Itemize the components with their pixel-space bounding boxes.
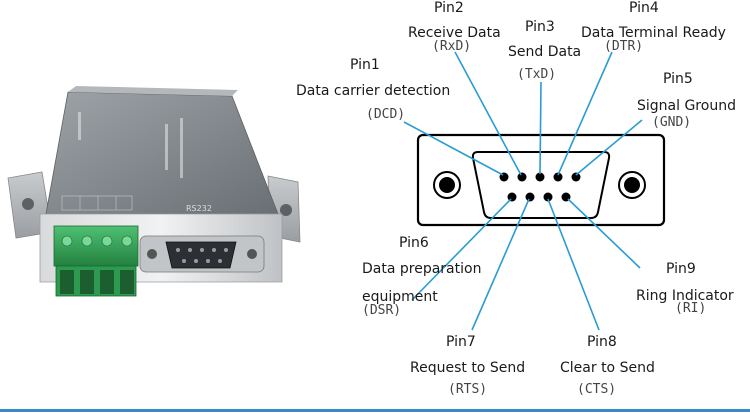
pin5-name: Signal Ground bbox=[637, 98, 736, 114]
converter-device: RS232 bbox=[7, 86, 301, 297]
device-db9-port bbox=[139, 235, 265, 273]
mounting-hole-right bbox=[618, 171, 646, 199]
pin1-number: Pin1 bbox=[350, 57, 380, 73]
pin7-name: Request to Send bbox=[410, 360, 525, 376]
lead-pin3 bbox=[539, 81, 542, 175]
pin-dot-2 bbox=[517, 172, 527, 182]
lead-pin5 bbox=[575, 119, 643, 176]
bottom-rule bbox=[0, 409, 750, 412]
lead-pin9 bbox=[567, 198, 641, 269]
pin8-number: Pin8 bbox=[587, 334, 617, 350]
lead-pin4 bbox=[557, 51, 613, 176]
pin-dot-4 bbox=[553, 172, 563, 182]
db9-connector bbox=[416, 133, 666, 227]
pin5-abbr: (GND) bbox=[652, 115, 691, 130]
lead-pin6 bbox=[411, 198, 512, 301]
rs232-port-label: RS232 bbox=[186, 204, 212, 213]
pin-dot-5 bbox=[571, 172, 581, 182]
pin9-name: Ring Indicator bbox=[636, 288, 734, 304]
pin3-number: Pin3 bbox=[525, 19, 555, 35]
pin8-abbr: (CTS) bbox=[577, 382, 616, 397]
lead-pin8 bbox=[547, 198, 600, 331]
pin1-name: Data carrier detection bbox=[296, 83, 450, 99]
lid-marking bbox=[61, 112, 183, 211]
pin7-abbr: (RTS) bbox=[448, 382, 487, 397]
pin2-name: Receive Data bbox=[408, 25, 501, 41]
pin-labels: Pin1 Data carrier detection (DCD) Pin2 R… bbox=[296, 0, 736, 397]
pin6-abbr: (DSR) bbox=[362, 303, 401, 318]
pin2-number: Pin2 bbox=[434, 0, 464, 16]
pin3-name: Send Data bbox=[508, 44, 581, 60]
lead-pin2 bbox=[454, 51, 522, 176]
lead-pin7 bbox=[471, 198, 530, 331]
pin3-abbr: (TxD) bbox=[517, 67, 556, 82]
lead-pin1 bbox=[403, 121, 504, 176]
db9-shell bbox=[471, 151, 611, 219]
pin-dot-7 bbox=[525, 192, 535, 202]
pin8-name: Clear to Send bbox=[560, 360, 655, 376]
pin2-abbr: (RxD) bbox=[432, 39, 471, 54]
pin7-number: Pin7 bbox=[446, 334, 476, 350]
pin6-number: Pin6 bbox=[399, 235, 429, 251]
pin9-abbr: (RI) bbox=[675, 301, 706, 316]
pin1-abbr: (DCD) bbox=[366, 107, 405, 122]
pin4-abbr: (DTR) bbox=[604, 39, 643, 54]
pin-dot-8 bbox=[543, 192, 553, 202]
pin9-number: Pin9 bbox=[666, 261, 696, 277]
pin-dot-3 bbox=[535, 172, 545, 182]
terminal-block bbox=[53, 225, 139, 297]
pin4-number: Pin4 bbox=[629, 0, 659, 16]
leader-lines bbox=[403, 51, 643, 331]
pin6-name: Data preparation bbox=[362, 261, 481, 277]
pin4-name: Data Terminal Ready bbox=[581, 25, 726, 41]
pin6-name-line2: equipment bbox=[362, 289, 438, 305]
mounting-hole-left bbox=[433, 171, 461, 199]
pin5-number: Pin5 bbox=[663, 71, 693, 87]
